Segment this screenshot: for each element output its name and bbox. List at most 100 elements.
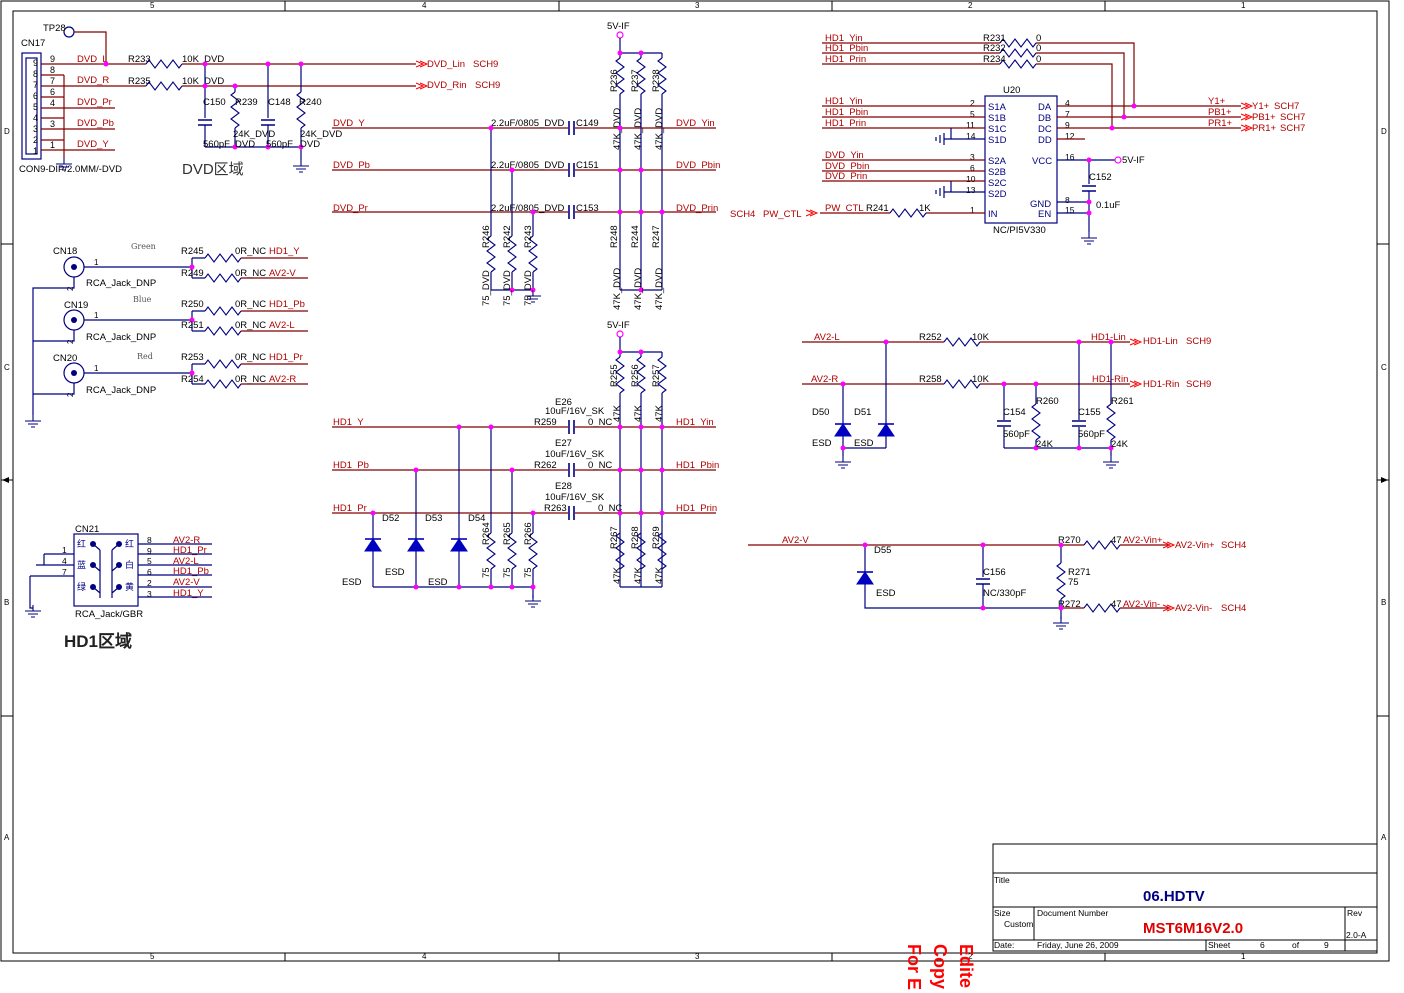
ref-des: R271 — [1068, 567, 1091, 578]
title-label: Title — [994, 875, 1010, 885]
size-label: Size — [994, 908, 1011, 918]
ref-des: D53 — [425, 513, 442, 524]
value: 24K_DVD — [233, 129, 275, 140]
pin-number: 1 — [33, 146, 38, 156]
value: 47K — [612, 566, 623, 584]
net-label: AV2-V — [173, 577, 200, 588]
av2-audio-section: AV2-L AV2-R R252 10K R258 10K HD1-Lin HD… — [802, 332, 1211, 469]
ref-des: E27 — [555, 438, 572, 449]
value: 24K_DVD — [300, 129, 342, 140]
net-label: DVD_Y — [77, 139, 109, 150]
cn17-label: CN17 — [21, 38, 45, 49]
net-label: DVD_Pb — [333, 160, 370, 171]
net-label: DVD_Pr — [333, 203, 368, 214]
value: 560pF — [1003, 429, 1030, 440]
ref-des: R269 — [651, 526, 662, 549]
net-label: DVD_Pb — [77, 118, 114, 129]
part-value: ESD — [812, 438, 832, 449]
color-note: Green — [131, 242, 156, 251]
value: 75_DVD — [523, 270, 534, 306]
part-value: NC/PI5V330 — [993, 225, 1046, 236]
net-label: DVD_Lin — [427, 59, 465, 70]
net-label: DVD_Rin — [427, 80, 467, 91]
value: 10K_DVD — [182, 54, 224, 65]
net-label: PW_CTL — [763, 209, 802, 220]
value: 2.2uF/0805_DVD — [491, 118, 565, 129]
col-label: 5 — [150, 952, 155, 961]
pin-number: 5 — [147, 556, 152, 566]
net-label: DVD_Prin — [676, 203, 718, 214]
ref-des: R250 — [181, 299, 204, 310]
power-label: 5V-IF — [1122, 155, 1145, 166]
value: 0.1uF — [1096, 200, 1120, 211]
value: 47 — [1111, 599, 1122, 610]
ref-des: D51 — [854, 407, 871, 418]
pin-number: 9 — [1065, 120, 1070, 130]
net-label: DVD_R — [77, 75, 109, 86]
net-label: AV2-R — [811, 374, 838, 385]
pin-name: DA — [1038, 102, 1052, 113]
power-label: 5V-IF — [607, 320, 630, 331]
ref-des: C150 — [203, 97, 226, 108]
row-label: A — [1381, 833, 1387, 842]
hd1-video-section: 5V-IF R255 R256 R257 47K 47K 47K HD1_Y H… — [332, 320, 719, 608]
part-value: ESD — [876, 588, 896, 599]
color-glyph: 黄 — [125, 581, 134, 592]
net-label: PR1+ — [1208, 118, 1232, 129]
color-glyph: 红 — [77, 538, 86, 549]
pin-number: 12 — [1065, 131, 1075, 141]
value: 10K — [972, 332, 990, 343]
value: 47K_DVD — [654, 108, 665, 150]
net-label: HD1_Pr — [333, 503, 367, 514]
net-label: AV2-Vin- — [1123, 599, 1160, 610]
title-block: Title 06.HDTV Size Custom Document Numbe… — [992, 843, 1378, 952]
value: 75 — [502, 567, 513, 578]
pin-number: 8 — [50, 65, 55, 75]
ref-des: R264 — [481, 522, 492, 545]
value: DVD — [235, 139, 255, 150]
value: 0R_NC — [235, 352, 266, 363]
region-label-dvd: DVD区域 — [182, 161, 244, 178]
pin-name: S1C — [988, 124, 1007, 135]
power-label: 5V-IF — [607, 21, 630, 32]
pin-number: 11 — [966, 120, 975, 130]
ref-des: R249 — [181, 268, 204, 279]
pin-name: S2B — [988, 167, 1006, 178]
net-label: Y1+ — [1208, 96, 1226, 107]
ref-des: D52 — [382, 513, 399, 524]
sheet-ref: SCH9 — [1186, 379, 1211, 390]
ref-des: R240 — [299, 97, 322, 108]
net-label: HD1_Prin — [825, 118, 866, 129]
rev-value: 2.0-A — [1346, 930, 1367, 940]
ref-des: R256 — [630, 364, 641, 387]
net-label: HD1_Pbin — [676, 460, 719, 471]
net-label: DVD_Pbin — [676, 160, 720, 171]
net-label: HD1_Pr — [269, 352, 303, 363]
net-label: HD1-Rin — [1143, 379, 1179, 390]
ref-des: R242 — [502, 225, 513, 248]
value: 47K — [612, 404, 623, 422]
value: 0_NC — [588, 460, 612, 471]
row-label: B — [1381, 598, 1386, 607]
net-label: AV2-Vin+ — [1175, 540, 1215, 551]
pin-number: 4 — [1065, 98, 1070, 108]
net-label: AV2-V — [782, 535, 809, 546]
value: 10K_DVD — [182, 76, 224, 87]
ref-des: R251 — [181, 320, 204, 331]
av2-video-section: AV2-V R270 47 AV2-Vin+ R272 47 AV2-Vin- … — [748, 535, 1246, 630]
value: 75_DVD — [502, 270, 513, 306]
net-label: PB1+ — [1252, 112, 1276, 123]
rca-jacks-section: CN18 CN19 CN20 RCA_Jack_DNP RCA_Jack_DNP… — [24, 242, 308, 428]
pin-name: EN — [1038, 209, 1051, 220]
dvd-video-section: 5V-IF R236 R237 R238 47K_DVD 47K_DVD 47K… — [332, 21, 720, 310]
pin-number: 4 — [62, 556, 67, 566]
net-label: PW_CTL — [825, 203, 864, 214]
drawing-title: 06.HDTV — [1143, 888, 1205, 905]
pin-number: 1 — [94, 311, 99, 320]
ref-des: R265 — [502, 522, 513, 545]
value: 75 — [1068, 577, 1079, 588]
value: 24K — [1111, 439, 1129, 450]
ref-des: C151 — [576, 160, 599, 171]
ref-des: C148 — [268, 97, 291, 108]
value: 47K_DVD — [612, 268, 623, 310]
